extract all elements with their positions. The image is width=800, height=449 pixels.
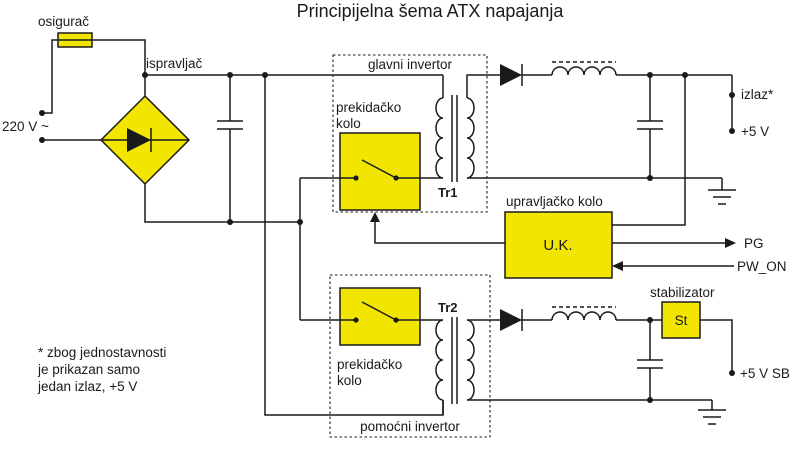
- page-title: Principijelna šema ATX napajanja: [297, 1, 565, 21]
- aux-switching-circuit-label-line1: prekidačko: [337, 357, 402, 372]
- switch-contact: [393, 317, 399, 323]
- standby-5v-label: +5 V SB: [740, 366, 790, 381]
- fuse-label: osigurač: [38, 14, 89, 29]
- junction-dot: [262, 72, 268, 78]
- standby-output-diode-cathode: [521, 309, 552, 331]
- stabilizer-block: [661, 301, 701, 339]
- aux-switching-circuit-label-line2: kolo: [337, 373, 362, 388]
- switch-contact: [353, 175, 359, 181]
- power-good-label: PG: [744, 236, 764, 251]
- junction-dot: [142, 72, 148, 78]
- main-inverter-box: [332, 54, 488, 213]
- main-inverter: glavni invertor prekidačko kolo Tr1: [332, 54, 488, 213]
- junction-dot: [647, 317, 653, 323]
- switching-circuit-label-line2: kolo: [336, 116, 361, 131]
- footnote: * zbog jednostavnosti je prikazan samo j…: [37, 345, 166, 394]
- dc-bus-wiring: [142, 72, 444, 416]
- ground-symbol-standby: [698, 400, 726, 425]
- main-output-diode-cathode: [521, 64, 552, 86]
- junction-dot: [297, 219, 303, 225]
- note-line2: je prikazan samo: [37, 362, 140, 377]
- fuse-wire-left: [42, 39, 58, 114]
- power-on-label: PW_ON: [737, 259, 787, 274]
- note-line1: * zbog jednostavnosti: [38, 345, 166, 360]
- standby-output-capacitor: [637, 320, 663, 400]
- tr1-secondary-top-stub: [466, 74, 500, 98]
- standby-output-rail: [700, 319, 733, 373]
- feedback-wire: [612, 75, 686, 226]
- aux-inverter-box: [329, 274, 491, 438]
- note-line3: jedan izlaz, +5 V: [37, 379, 137, 394]
- filter-capacitor-symbol: [217, 75, 243, 222]
- drive-wire: [374, 221, 505, 244]
- switch-contact: [393, 175, 399, 181]
- transformer1-label: Tr1: [438, 185, 458, 200]
- tr1-primary-coil: [435, 97, 444, 179]
- fuse-wire-right: [92, 39, 146, 96]
- standby-terminal: [729, 370, 735, 376]
- standby-output-diode: [500, 309, 522, 331]
- main-output-inductor: [551, 66, 617, 76]
- stabilizer-abbr-label: St: [675, 313, 688, 328]
- tr2-core: [451, 317, 458, 404]
- control-circuit-block: [504, 211, 613, 279]
- output-label: izlaz*: [741, 87, 774, 102]
- aux-switching-circuit-block: [339, 287, 421, 346]
- bridge-diode-triangle: [127, 128, 151, 152]
- switch-contact: [353, 317, 359, 323]
- main-switch-symbol: [340, 159, 420, 179]
- ground-symbol-main: [708, 178, 736, 205]
- standby-output-inductor: [551, 311, 617, 321]
- input-voltage-label: 220 V ~: [2, 119, 49, 134]
- input-section: osigurač 220 V ~: [2, 14, 146, 143]
- aux-switch-symbol: [340, 301, 420, 321]
- output-stage-main: izlaz* +5 V: [466, 61, 774, 205]
- tr1-secondary-coil: [466, 97, 475, 179]
- output-terminal: [729, 92, 735, 98]
- drive-arrow: [370, 212, 380, 222]
- power-on-arrow: [612, 261, 623, 271]
- transformer2-label: Tr2: [438, 300, 458, 315]
- rectifier-label: ispravljač: [146, 56, 203, 71]
- control-circuit: upravljačko kolo U.K. PG PW_ON: [370, 75, 787, 279]
- aux-inverter-label: pomoćni invertor: [360, 419, 460, 434]
- tr2-primary-coil: [435, 319, 444, 401]
- switching-circuit-label-line1: prekidačko: [336, 100, 401, 115]
- main-inverter-label: glavni invertor: [368, 57, 453, 72]
- tr1-core: [451, 95, 458, 182]
- dc-minus-rail: [144, 184, 300, 223]
- tr2-secondary-coil: [466, 319, 475, 401]
- output-terminal-5v: [729, 128, 735, 134]
- output-stage-standby: stabilizator St +5 V SB: [467, 285, 790, 425]
- stabilizer-label: stabilizator: [650, 285, 715, 300]
- power-good-arrow: [725, 238, 736, 248]
- control-circuit-abbr-label: U.K.: [543, 237, 572, 254]
- junction-dot: [647, 72, 653, 78]
- output-5v-label: +5 V: [741, 124, 769, 139]
- input-terminal-top: [39, 110, 45, 116]
- main-switching-circuit-block: [339, 132, 421, 211]
- junction-dot: [647, 175, 653, 181]
- aux-inverter: prekidačko kolo pomoćni invertor Tr2: [329, 274, 491, 438]
- filter-capacitor-primary: [217, 75, 243, 222]
- control-circuit-label: upravljačko kolo: [506, 194, 603, 209]
- main-output-diode: [500, 64, 522, 86]
- main-output-capacitor: [637, 75, 663, 178]
- main-output-rail: [616, 74, 733, 131]
